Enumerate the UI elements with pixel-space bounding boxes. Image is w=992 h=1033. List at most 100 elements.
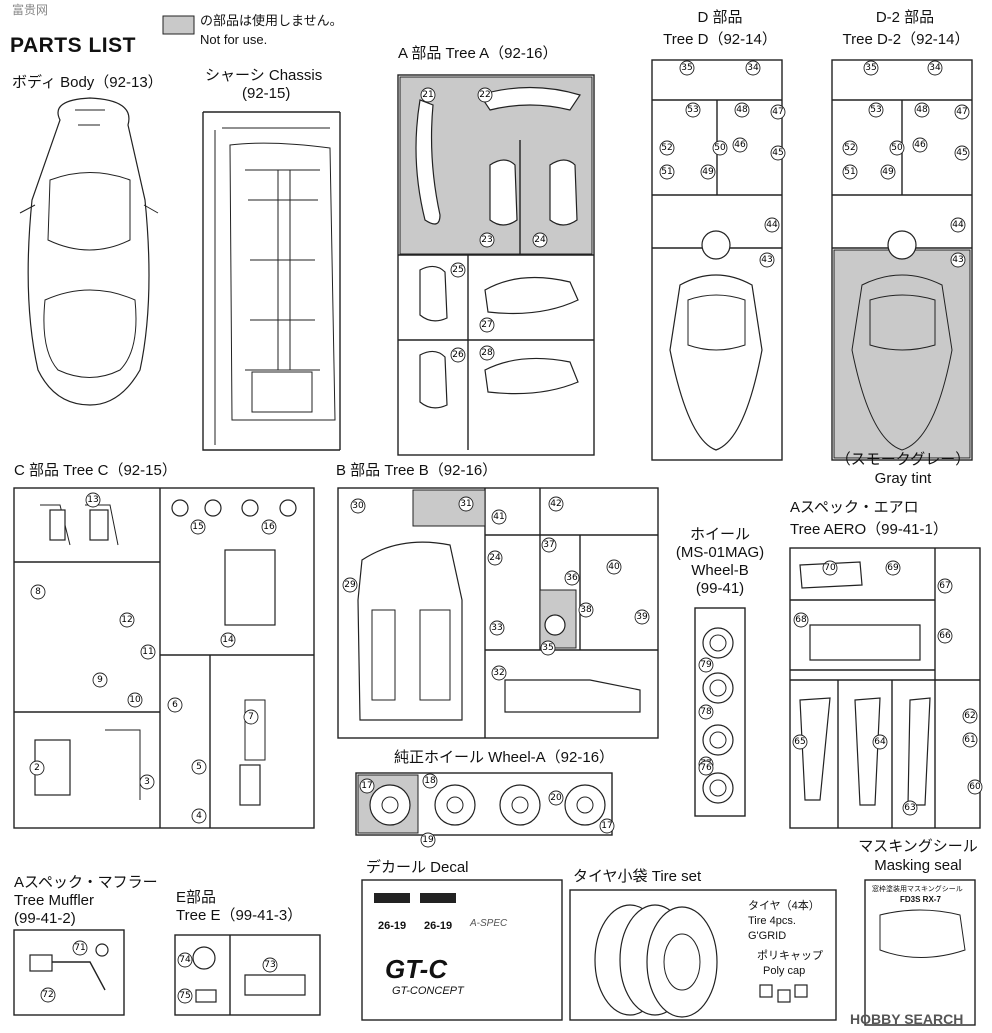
part-number-78: 78 [698,704,714,720]
svg-text:70: 70 [824,563,836,573]
part-number-b-35: 35 [540,640,556,656]
part-number-42: 42 [548,496,564,512]
svg-text:66: 66 [939,631,951,641]
part-number-25: 25 [450,262,466,278]
part-number-41: 41 [491,509,507,525]
svg-text:33: 33 [491,623,502,633]
part-number-badges: 21 22 23 24 25 26 27 28 35 34 53 48 47 5… [29,60,983,1004]
part-number-60: 60 [967,779,983,795]
watermark-hobbysearch: HOBBY SEARCH [850,1011,964,1027]
svg-text:18: 18 [424,776,436,786]
part-number-d2-46: 46 [912,137,928,153]
muffler-code: (99-41-2) [14,910,76,927]
wheel-b-en: Wheel-B [691,562,749,579]
svg-text:11: 11 [142,647,153,657]
svg-text:64: 64 [874,737,886,747]
tire-jp: タイヤ（4本） [748,900,820,912]
svg-text:10: 10 [129,695,141,705]
part-number-50: 50 [712,140,728,156]
svg-text:37: 37 [543,540,554,550]
svg-text:49: 49 [702,167,714,177]
decal-brand-sub: GT-CONCEPT [392,985,464,997]
svg-text:26: 26 [452,350,464,360]
tree-c-runner [13,487,315,829]
svg-text:76: 76 [700,763,712,773]
part-number-27: 27 [479,317,495,333]
part-number-47: 47 [770,104,786,120]
svg-text:63: 63 [904,803,915,813]
unused-legend-swatch [162,15,195,35]
svg-text:46: 46 [914,140,926,150]
part-number-23: 23 [479,232,495,248]
svg-text:22: 22 [479,90,490,100]
part-number-12: 12 [119,612,135,628]
part-number-d2-50: 50 [889,140,905,156]
decal-aspec: A-SPEC [470,918,508,929]
svg-text:40: 40 [608,562,620,572]
part-number-40: 40 [606,559,622,575]
part-number-d2-44: 44 [950,217,966,233]
part-number-10: 10 [127,692,143,708]
svg-text:2: 2 [34,763,40,773]
part-number-37: 37 [541,537,557,553]
part-number-31: 31 [458,496,474,512]
svg-text:48: 48 [736,105,748,115]
svg-text:50: 50 [714,143,726,153]
tree-b-runner [337,487,659,739]
svg-text:51: 51 [844,167,855,177]
section-tree-a: A 部品 Tree A（92-16） [398,45,558,62]
tree-d2-runner [831,59,973,461]
part-number-8: 8 [30,584,46,600]
section-tree-d2-en: Tree D-2（92-14） [842,31,970,48]
part-number-65: 65 [792,734,808,750]
part-number-d2-51: 51 [842,164,858,180]
part-number-45: 45 [770,145,786,161]
part-number-52: 52 [659,140,675,156]
part-number-24: 24 [532,232,548,248]
svg-text:68: 68 [795,615,807,625]
svg-text:43: 43 [952,255,963,265]
masking-seal-sheet [864,879,976,1026]
svg-text:42: 42 [550,499,561,509]
svg-text:31: 31 [460,499,471,509]
svg-text:34: 34 [747,63,759,73]
svg-text:9: 9 [97,675,103,685]
part-number-20: 20 [548,790,564,806]
svg-text:62: 62 [964,711,975,721]
muffler-runner [13,929,125,1016]
chassis-runner [202,111,341,451]
part-number-5: 5 [191,759,207,775]
svg-text:7: 7 [248,712,254,722]
muffler-en: Tree Muffler [14,892,95,909]
gray-tint-en: Gray tint [874,470,932,487]
svg-text:21: 21 [422,90,433,100]
part-number-b-24: 24 [487,550,503,566]
svg-text:53: 53 [687,105,698,115]
svg-text:43: 43 [761,255,772,265]
part-number-79: 79 [698,657,714,673]
section-tree-d-jp: D 部品 [697,9,743,26]
svg-text:48: 48 [916,105,928,115]
part-number-11: 11 [140,644,156,660]
svg-text:47: 47 [956,107,967,117]
svg-text:41: 41 [493,512,504,522]
wheel-b-code: (99-41) [695,580,745,597]
svg-text:12: 12 [121,615,132,625]
part-number-33: 33 [489,620,505,636]
decal-plate-2: 26-19 [424,920,453,932]
svg-text:46: 46 [734,140,746,150]
svg-text:14: 14 [222,635,234,645]
svg-text:50: 50 [891,143,903,153]
decal-plate-1: 26-19 [378,920,407,932]
part-number-17b: 17 [599,818,615,834]
section-chassis-name: シャーシ Chassis [205,67,323,84]
tree-e-en: Tree E（99-41-3） [176,907,303,924]
svg-text:8: 8 [35,587,41,597]
svg-text:23: 23 [481,235,492,245]
part-number-43: 43 [759,252,775,268]
svg-text:25: 25 [452,265,463,275]
part-number-3: 3 [139,774,155,790]
part-number-49: 49 [700,164,716,180]
part-number-36: 36 [564,570,580,586]
svg-text:52: 52 [661,143,672,153]
